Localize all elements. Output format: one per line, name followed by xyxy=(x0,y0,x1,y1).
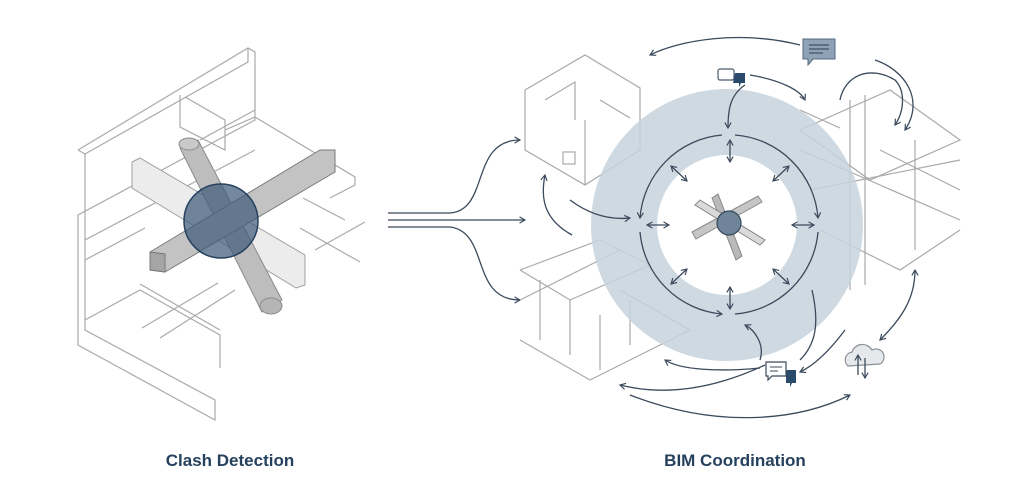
bim-coordination-caption: BIM Coordination xyxy=(664,451,806,470)
bidirectional-arrows xyxy=(645,138,816,311)
chat-bubbles-icon xyxy=(717,68,745,87)
cloud-sync-icon xyxy=(844,343,885,380)
wall-frame xyxy=(77,47,356,422)
connector-arrows xyxy=(388,136,527,304)
clash-sphere xyxy=(183,183,259,259)
clash-detection-illustration xyxy=(77,47,366,422)
message-icon xyxy=(802,38,836,67)
circular-flow-arrows xyxy=(636,134,822,318)
chat-bubbles-icon xyxy=(765,361,796,387)
clash-detection-caption: Clash Detection xyxy=(165,451,295,470)
bim-coordination-illustration xyxy=(519,36,962,419)
small-pipes xyxy=(139,197,366,339)
coordination-ring xyxy=(591,89,863,361)
outer-flow-arrows xyxy=(540,36,919,419)
central-clash-element xyxy=(691,193,766,261)
